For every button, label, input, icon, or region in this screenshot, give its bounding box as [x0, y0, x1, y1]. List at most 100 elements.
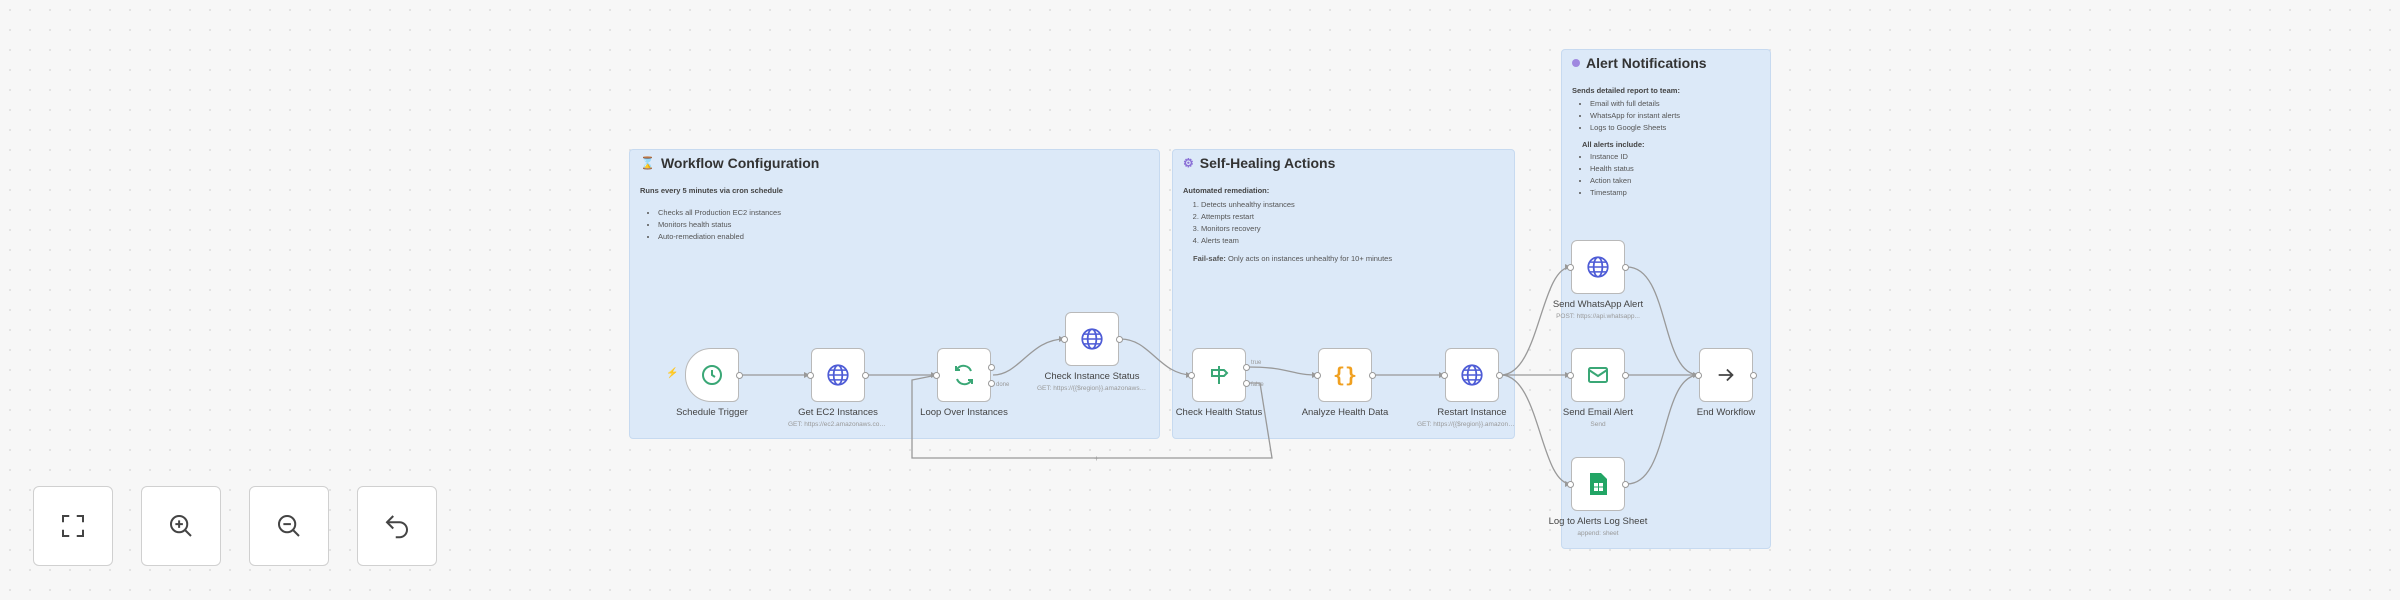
node-get-ec2-instances[interactable]	[811, 348, 865, 402]
node-subtitle: GET: https://{{$region}}.amazonaws.com/.…	[1417, 421, 1517, 428]
input-port[interactable]	[1314, 372, 1321, 379]
globe-icon	[1081, 328, 1103, 350]
loop-output-done-label: done	[996, 382, 1010, 388]
globe-icon	[827, 364, 849, 386]
connection	[1500, 266, 1572, 376]
sticky-list-secondary: Instance ID Health status Action taken T…	[1572, 151, 1760, 199]
undo-icon	[385, 515, 408, 539]
output-port[interactable]	[1116, 336, 1123, 343]
node-subtitle: GET: https://ec2.amazonaws.com/...	[788, 421, 888, 428]
sticky-intro-secondary: All alerts include:	[1582, 140, 1645, 149]
failsafe-note: Fail-safe: Only acts on instances unheal…	[1193, 254, 1393, 263]
input-port[interactable]	[1567, 372, 1574, 379]
node-label: Analyze Health Data	[1301, 407, 1389, 418]
node-label: Check Instance Status	[1044, 371, 1140, 382]
sticky-intro: Automated remediation:	[1183, 186, 1270, 195]
branch-false-label: false	[1251, 382, 1264, 388]
zoom-out-button[interactable]	[249, 486, 329, 566]
node-subtitle: Send	[1590, 421, 1606, 428]
zoom-out-icon	[278, 515, 300, 537]
output-port[interactable]	[736, 372, 743, 379]
node-loop-over-instances[interactable]	[937, 348, 991, 402]
arrow-right-icon	[1718, 368, 1734, 382]
node-send-email-alert[interactable]	[1571, 348, 1625, 402]
output-port[interactable]	[988, 380, 995, 387]
input-port[interactable]	[933, 372, 940, 379]
output-port[interactable]	[1496, 372, 1503, 379]
connection	[1626, 374, 1700, 485]
input-port[interactable]	[807, 372, 814, 379]
sticky-title: ⚙ Self-Healing Actions	[1183, 155, 1336, 171]
trigger-bolt-icon: ⚡	[666, 368, 679, 379]
code-braces-icon: {}	[1332, 363, 1358, 387]
globe-icon	[1461, 364, 1483, 386]
input-port[interactable]	[1567, 481, 1574, 488]
sticky-alert-notifications[interactable]: Alert Notifications Sends detailed repor…	[1561, 49, 1771, 549]
loop-plus-marker: +	[1094, 454, 1099, 463]
output-port[interactable]	[862, 372, 869, 379]
sticky-list: Detects unhealthy instances Attempts res…	[1183, 199, 1504, 247]
bell-icon	[1572, 59, 1580, 67]
fit-view-icon	[62, 515, 84, 537]
connection	[992, 338, 1066, 376]
node-subtitle: append: sheet	[1577, 530, 1619, 537]
output-port[interactable]	[1622, 264, 1629, 271]
zoom-in-button[interactable]	[141, 486, 221, 566]
hourglass-icon: ⌛	[640, 156, 655, 170]
input-port[interactable]	[1188, 372, 1195, 379]
node-label: Loop Over Instances	[920, 407, 1008, 418]
node-label: Check Health Status	[1175, 407, 1263, 418]
node-label: Send Email Alert	[1562, 407, 1634, 418]
node-restart-instance[interactable]	[1445, 348, 1499, 402]
zoom-in-icon	[170, 515, 192, 537]
node-label: Schedule Trigger	[676, 407, 748, 418]
node-log-to-alerts-log-sheet[interactable]	[1571, 457, 1625, 511]
sticky-title: Alert Notifications	[1572, 55, 1760, 71]
gear-icon: ⚙	[1183, 156, 1194, 170]
node-check-health-status[interactable]	[1192, 348, 1246, 402]
output-port[interactable]	[1750, 372, 1757, 379]
node-label: Get EC2 Instances	[798, 407, 878, 418]
fit-view-button[interactable]	[33, 486, 113, 566]
connection	[1500, 374, 1572, 485]
node-subtitle: POST: https://api.whatsapp...	[1556, 313, 1640, 320]
connection	[1247, 366, 1319, 376]
node-send-whatsapp-alert[interactable]	[1571, 240, 1625, 294]
refresh-icon	[955, 364, 973, 386]
node-analyze-health-data[interactable]: {}	[1318, 348, 1372, 402]
globe-icon	[1587, 256, 1609, 278]
mail-icon	[1588, 367, 1608, 383]
input-port[interactable]	[1567, 264, 1574, 271]
node-subtitle: GET: https://{{$region}}.amazonaws.com/.…	[1037, 385, 1147, 392]
signpost-icon	[1211, 366, 1229, 384]
node-label: Log to Alerts Log Sheet	[1548, 516, 1648, 527]
output-port[interactable]	[988, 364, 995, 371]
sticky-intro: Sends detailed report to team:	[1572, 86, 1680, 95]
input-port[interactable]	[1695, 372, 1702, 379]
connection	[911, 374, 1273, 459]
spreadsheet-icon	[1590, 473, 1607, 495]
node-schedule-trigger[interactable]	[685, 348, 739, 402]
output-port[interactable]	[1622, 481, 1629, 488]
sticky-list: Checks all Production EC2 instances Moni…	[640, 207, 1149, 243]
connection	[1120, 338, 1193, 376]
node-label: End Workflow	[1696, 407, 1756, 418]
connection	[1626, 266, 1700, 376]
sticky-list: Email with full details WhatsApp for ins…	[1572, 98, 1760, 134]
node-label: Restart Instance	[1437, 407, 1507, 418]
sticky-title: ⌛ Workflow Configuration	[640, 155, 820, 171]
clock-icon	[702, 365, 722, 385]
input-port[interactable]	[1061, 336, 1068, 343]
sticky-intro: Runs every 5 minutes via cron schedule	[640, 186, 783, 195]
branch-true-label: true	[1251, 360, 1262, 366]
reset-zoom-button[interactable]	[357, 486, 437, 566]
input-port[interactable]	[1441, 372, 1448, 379]
output-port[interactable]	[1369, 372, 1376, 379]
node-end-workflow[interactable]	[1699, 348, 1753, 402]
node-label: Send WhatsApp Alert	[1552, 299, 1644, 310]
output-port[interactable]	[1622, 372, 1629, 379]
output-port[interactable]	[1243, 364, 1250, 371]
node-check-instance-status[interactable]	[1065, 312, 1119, 366]
output-port[interactable]	[1243, 380, 1250, 387]
